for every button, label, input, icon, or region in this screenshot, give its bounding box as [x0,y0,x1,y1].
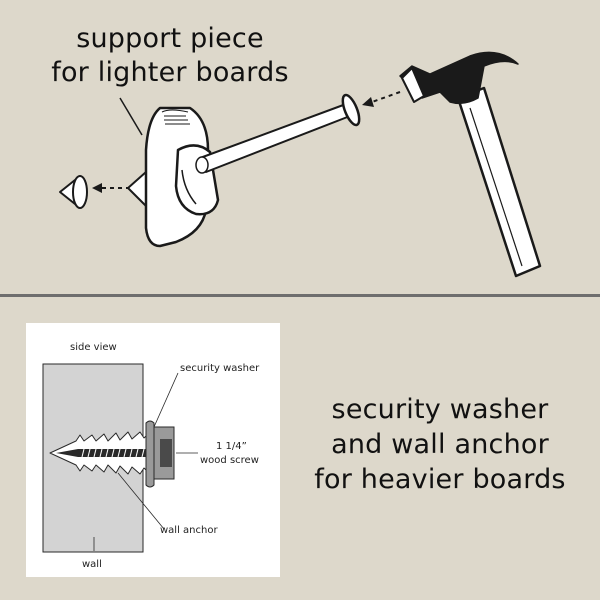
security-washer-caption: security washer and wall anchor for heav… [290,392,590,497]
caption-leader-line [119,97,143,136]
side-view-label: side view [70,342,117,353]
screw-icon [56,448,162,458]
hammer-icon [399,51,542,278]
screw-name-label: wood screw [200,455,259,466]
diagram-leader-lines [93,372,198,551]
caption-line: for heavier boards [314,464,566,495]
screw-size-label: 1 1/4” [216,441,247,452]
support-piece-illustration [59,51,542,278]
section-divider [0,294,600,297]
side-view-diagram-panel: side view security washer 1 1/4” wood sc… [26,323,280,577]
wall-anchor-label: wall anchor [160,525,218,536]
side-view-diagram: side view security washer 1 1/4” wood sc… [42,342,260,570]
direction-arrow-nail-icon [362,91,401,107]
caption-line: and wall anchor [331,429,549,460]
support-piece-icon [127,106,220,248]
security-washer-label: security washer [180,363,260,374]
wall-label: wall [82,559,102,570]
caption-line: security washer [331,394,549,425]
caption-line: for lighter boards [51,57,289,88]
cone-tip-icon [59,175,88,209]
nail-icon [195,93,361,174]
direction-arrow-left-icon [92,183,138,193]
caption-line: support piece [76,23,264,54]
security-washer-icon [145,420,175,488]
support-piece-caption: support piece for lighter boards [20,22,320,90]
